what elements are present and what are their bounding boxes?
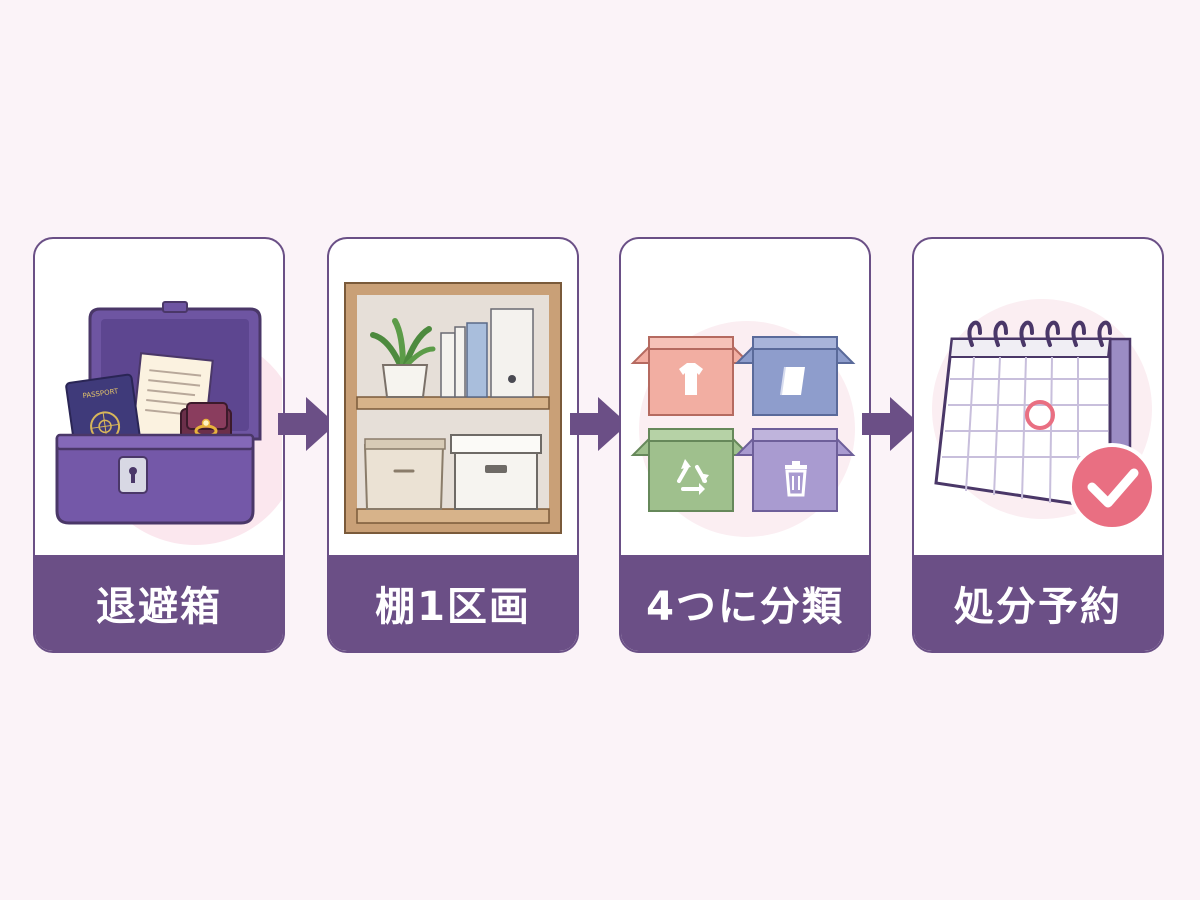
step-card-3: 4つに分類 bbox=[619, 237, 871, 653]
step-label-1: 退避箱 bbox=[35, 555, 283, 651]
lockbox-icon: PASSPORT bbox=[55, 301, 282, 545]
arrow-right-icon bbox=[862, 397, 920, 451]
step-card-2: 棚1区画 bbox=[327, 237, 579, 653]
step-label-4: 処分予約 bbox=[914, 555, 1162, 651]
arrow-right-icon bbox=[570, 397, 628, 451]
step-label-2: 棚1区画 bbox=[329, 555, 577, 651]
arrow-right-icon bbox=[278, 397, 336, 451]
step-card-4: 処分予約 bbox=[912, 237, 1164, 653]
calendar-check-icon bbox=[932, 299, 1156, 531]
step-label-3: 4つに分類 bbox=[621, 555, 869, 651]
sorting-boxes-icon bbox=[630, 321, 856, 537]
shelf-icon bbox=[344, 282, 562, 534]
step-card-1: PASSPORT 退避箱 bbox=[33, 237, 285, 653]
